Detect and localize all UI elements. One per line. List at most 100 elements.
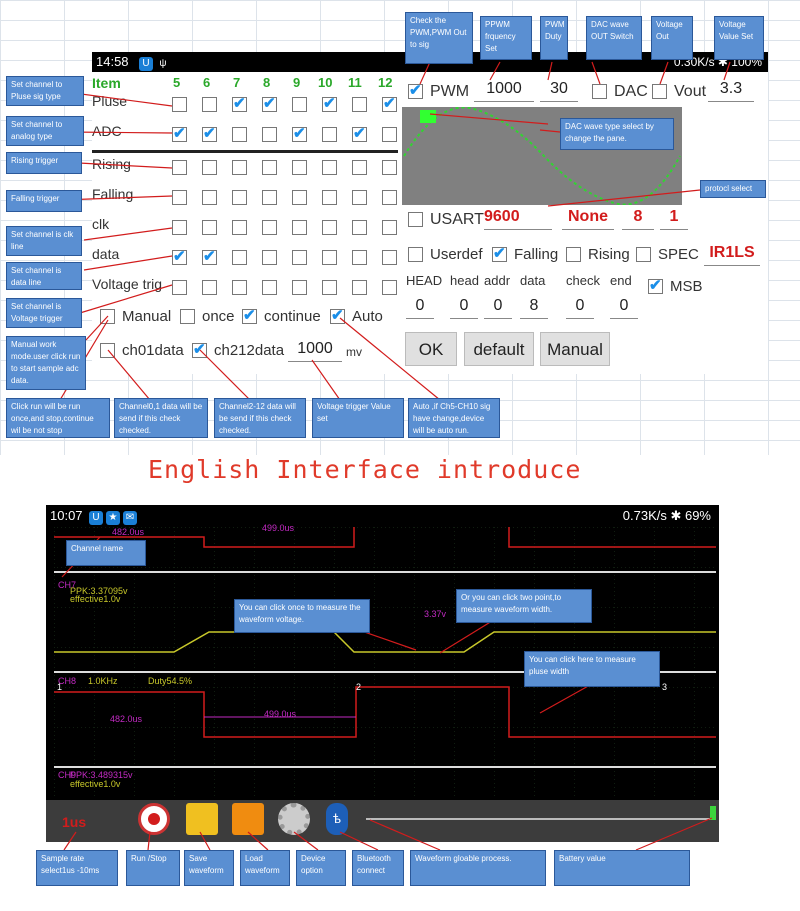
folder-icon[interactable] <box>232 803 264 835</box>
waveform-display[interactable] <box>54 527 716 799</box>
channel-checkbox-voltage-trig-7[interactable] <box>232 280 247 295</box>
stopbits-select[interactable]: 1 <box>660 208 688 230</box>
rising-protocol-checkbox[interactable] <box>566 247 581 262</box>
channel-checkbox-voltage-trig-9[interactable] <box>292 280 307 295</box>
channel-checkbox-data-10[interactable] <box>322 250 337 265</box>
channel-checkbox-falling-10[interactable] <box>322 190 337 205</box>
falling-protocol-checkbox[interactable] <box>492 244 507 262</box>
channel-checkbox-adc-10[interactable] <box>322 127 337 142</box>
channel-checkbox-data-6[interactable] <box>202 247 217 265</box>
ch7-label: CH7 <box>58 580 77 590</box>
msb-checkbox[interactable] <box>648 276 663 294</box>
spec-checkbox[interactable] <box>636 247 651 262</box>
channel-checkbox-rising-7[interactable] <box>232 160 247 175</box>
channel-checkbox-voltage-trig-12[interactable] <box>382 280 397 295</box>
waveform-progress-bar[interactable] <box>366 818 712 820</box>
channel-checkbox-data-9[interactable] <box>292 250 307 265</box>
channel-checkbox-falling-7[interactable] <box>232 190 247 205</box>
channel-checkbox-pluse-12[interactable] <box>382 94 397 112</box>
channel-checkbox-adc-9[interactable] <box>292 124 307 142</box>
channel-checkbox-rising-6[interactable] <box>202 160 217 175</box>
ok-button[interactable]: OK <box>405 332 457 366</box>
manual-button[interactable]: Manual <box>540 332 610 366</box>
channel-checkbox-voltage-trig-5[interactable] <box>172 280 187 295</box>
channel-checkbox-pluse-8[interactable] <box>262 94 277 112</box>
once-checkbox[interactable] <box>180 309 195 324</box>
continue-checkbox[interactable] <box>242 306 257 324</box>
save-icon[interactable] <box>186 803 218 835</box>
channel-checkbox-falling-6[interactable] <box>202 190 217 205</box>
bluetooth-icon[interactable]: ѣ <box>326 803 348 835</box>
channel-checkbox-rising-9[interactable] <box>292 160 307 175</box>
header-value-data[interactable]: 8 <box>520 297 548 319</box>
header-value-head[interactable]: 0 <box>406 297 434 319</box>
dac-checkbox[interactable] <box>592 84 607 99</box>
channel-checkbox-rising-5[interactable] <box>172 160 187 175</box>
channel-checkbox-pluse-11[interactable] <box>352 97 367 112</box>
channel-checkbox-adc-8[interactable] <box>262 127 277 142</box>
channel-checkbox-pluse-9[interactable] <box>292 97 307 112</box>
channel-checkbox-falling-8[interactable] <box>262 190 277 205</box>
annotation-ch01: Channel0,1 data will be send if this che… <box>114 398 208 438</box>
userdef-checkbox[interactable] <box>408 247 423 262</box>
header-value-head[interactable]: 0 <box>450 297 478 319</box>
ch212data-checkbox[interactable] <box>192 340 207 358</box>
channel-checkbox-voltage-trig-10[interactable] <box>322 280 337 295</box>
channel-checkbox-clk-10[interactable] <box>322 220 337 235</box>
channel-checkbox-pluse-7[interactable] <box>232 94 247 112</box>
vout-checkbox[interactable] <box>652 84 667 99</box>
channel-checkbox-falling-12[interactable] <box>382 190 397 205</box>
header-value-check[interactable]: 0 <box>566 297 594 319</box>
channel-checkbox-rising-12[interactable] <box>382 160 397 175</box>
channel-checkbox-clk-9[interactable] <box>292 220 307 235</box>
pwm-duty-input[interactable]: 30 <box>540 80 578 102</box>
channel-checkbox-data-7[interactable] <box>232 250 247 265</box>
channel-checkbox-voltage-trig-6[interactable] <box>202 280 217 295</box>
usart-checkbox[interactable] <box>408 212 423 227</box>
channel-checkbox-clk-12[interactable] <box>382 220 397 235</box>
channel-checkbox-adc-7[interactable] <box>232 127 247 142</box>
channel-checkbox-voltage-trig-8[interactable] <box>262 280 277 295</box>
channel-checkbox-clk-7[interactable] <box>232 220 247 235</box>
header-value-end[interactable]: 0 <box>610 297 638 319</box>
sample-rate-button[interactable]: 1us <box>62 814 87 830</box>
channel-checkbox-clk-11[interactable] <box>352 220 367 235</box>
channel-checkbox-data-11[interactable] <box>352 250 367 265</box>
parity-select[interactable]: None <box>562 208 614 230</box>
baud-select[interactable]: 9600 <box>484 208 552 230</box>
channel-checkbox-rising-10[interactable] <box>322 160 337 175</box>
spec-select[interactable]: IR1LS <box>704 244 760 266</box>
channel-checkbox-adc-12[interactable] <box>382 127 397 142</box>
channel-checkbox-clk-6[interactable] <box>202 220 217 235</box>
vout-value-input[interactable]: 3.3 <box>708 80 754 102</box>
channel-checkbox-voltage-trig-11[interactable] <box>352 280 367 295</box>
header-value-addr[interactable]: 0 <box>484 297 512 319</box>
channel-checkbox-pluse-5[interactable] <box>172 97 187 112</box>
channel-checkbox-falling-11[interactable] <box>352 190 367 205</box>
channel-checkbox-data-5[interactable] <box>172 247 187 265</box>
channel-checkbox-falling-9[interactable] <box>292 190 307 205</box>
channel-checkbox-pluse-6[interactable] <box>202 97 217 112</box>
voltage-trigger-input[interactable]: 1000 <box>288 340 342 362</box>
gear-icon[interactable] <box>278 803 310 835</box>
auto-checkbox[interactable] <box>330 306 345 324</box>
databits-select[interactable]: 8 <box>622 208 654 230</box>
channel-checkbox-data-8[interactable] <box>262 250 277 265</box>
annotation-device: Device option <box>296 850 346 886</box>
default-button[interactable]: default <box>464 332 534 366</box>
channel-checkbox-clk-5[interactable] <box>172 220 187 235</box>
pwm-frequency-input[interactable]: 1000 <box>474 80 534 102</box>
channel-checkbox-data-12[interactable] <box>382 250 397 265</box>
channel-checkbox-adc-6[interactable] <box>202 124 217 142</box>
channel-checkbox-adc-11[interactable] <box>352 124 367 142</box>
pwm-checkbox[interactable] <box>408 81 423 99</box>
channel-checkbox-falling-5[interactable] <box>172 190 187 205</box>
channel-checkbox-clk-8[interactable] <box>262 220 277 235</box>
channel-checkbox-rising-8[interactable] <box>262 160 277 175</box>
channel-checkbox-rising-11[interactable] <box>352 160 367 175</box>
channel-checkbox-adc-5[interactable] <box>172 124 187 142</box>
ch7-effective: effective1.0v <box>70 594 121 604</box>
channel-header-11: 11 <box>348 75 362 90</box>
channel-checkbox-pluse-10[interactable] <box>322 94 337 112</box>
record-icon[interactable] <box>138 803 170 835</box>
